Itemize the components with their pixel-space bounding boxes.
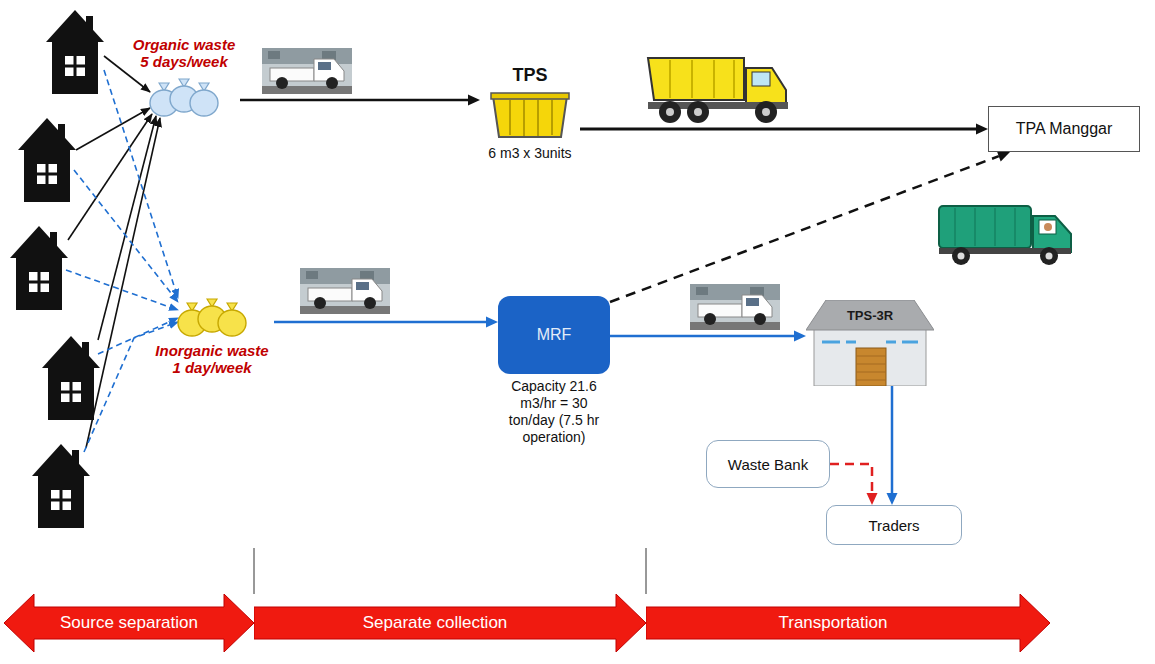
capacity-note: Capacity 21.6 m3/hr = 30 ton/day (7.5 hr… (498, 378, 610, 446)
inorganic-line (84, 322, 178, 452)
pickup-truck-photo (300, 268, 390, 314)
inorganic-line (104, 70, 178, 298)
arrowhead (486, 317, 498, 328)
building-door (856, 348, 886, 386)
waste-type-label: Inorganic waste 1 day/week (150, 342, 274, 376)
waste-bank-box: Waste Bank (706, 440, 830, 488)
stage-separators (254, 548, 646, 594)
flow-arrow (610, 331, 806, 342)
container-icon (490, 90, 570, 140)
stage-arrow: Separate collection (254, 594, 646, 652)
house-icon (46, 10, 104, 94)
door-slats (856, 356, 886, 380)
arrowhead (997, 151, 1010, 161)
waste-bags (176, 294, 248, 338)
bag (190, 90, 218, 116)
flow-line (580, 128, 976, 131)
container-body (493, 96, 567, 137)
building-roof (806, 300, 934, 330)
box-label: TPA Manggar (1016, 120, 1113, 138)
house-icon (18, 118, 76, 202)
flow-arrow (580, 124, 988, 135)
inorganic-line (74, 170, 178, 302)
stage-arrow-fill (254, 594, 646, 652)
flow-arrow (830, 464, 878, 505)
facility-name: TPS-3R (806, 308, 934, 323)
flow-line (610, 156, 999, 302)
flow-line (610, 335, 794, 338)
house-to-bag-lines (66, 56, 178, 452)
inorganic-line (66, 270, 178, 310)
flow-arrow (240, 95, 480, 106)
building-wall (814, 328, 926, 386)
capacity-note: 6 m3 x 3units (480, 144, 580, 162)
arrowhead (468, 95, 480, 106)
flow-arrow (887, 386, 898, 505)
box-label: Traders (868, 517, 919, 534)
stage-label: Source separation (60, 613, 198, 633)
stage-arrow-fill (646, 594, 1050, 652)
tps3r-building: TPS-3R (806, 300, 934, 386)
stage-label: Separate collection (363, 613, 508, 633)
stage-arrow: Source separation (4, 594, 254, 652)
mrf-shape: MRF (498, 296, 610, 374)
traders-box: Traders (826, 505, 962, 545)
arrowhead (887, 493, 898, 505)
organic-line (76, 108, 150, 150)
garbage-truck (939, 206, 1071, 265)
stage-arrow: Transportation (646, 594, 1050, 652)
pickup-truck-photo (262, 48, 352, 94)
landfill-box: TPA Manggar (988, 106, 1140, 152)
organic-line (98, 116, 156, 340)
stage-arrow-fill (4, 594, 254, 652)
waste-type-label: Organic waste 5 days/week (128, 36, 240, 70)
flow-arrow (274, 317, 498, 328)
houses (10, 10, 104, 528)
container-ribs (510, 100, 552, 136)
mrf-box: MRF Capacity 21.6 m3/hr = 30 ton/day (7.5… (498, 296, 610, 446)
facility-name: TPS (480, 64, 580, 86)
flow-line (240, 99, 468, 102)
dump-truck (648, 58, 788, 123)
organic-waste-bags: Organic waste 5 days/week (128, 36, 240, 122)
stage-label: Transportation (779, 613, 888, 633)
house-icon (42, 336, 100, 420)
facility-name: MRF (537, 326, 572, 344)
flow-line (274, 321, 486, 324)
arrowhead (867, 493, 878, 505)
pickup-truck-photo (690, 284, 780, 330)
organic-line (86, 118, 160, 448)
house-icon (10, 226, 68, 310)
waste-bags (148, 74, 220, 118)
building-windows (822, 341, 918, 344)
arrowhead (794, 331, 806, 342)
container-rim (491, 93, 569, 99)
house-icon (32, 444, 90, 528)
tps-container: TPS 6 m3 x 3units (480, 64, 580, 162)
flow-line (891, 386, 894, 493)
bag (218, 310, 246, 336)
separator-line (254, 548, 646, 594)
arrowhead (976, 124, 988, 135)
box-label: Waste Bank (728, 456, 808, 473)
flow-line (830, 464, 872, 493)
flow-arrow (610, 151, 1010, 302)
inorganic-waste-bags: Inorganic waste 1 day/week (150, 290, 274, 376)
vehicles (262, 48, 1071, 330)
